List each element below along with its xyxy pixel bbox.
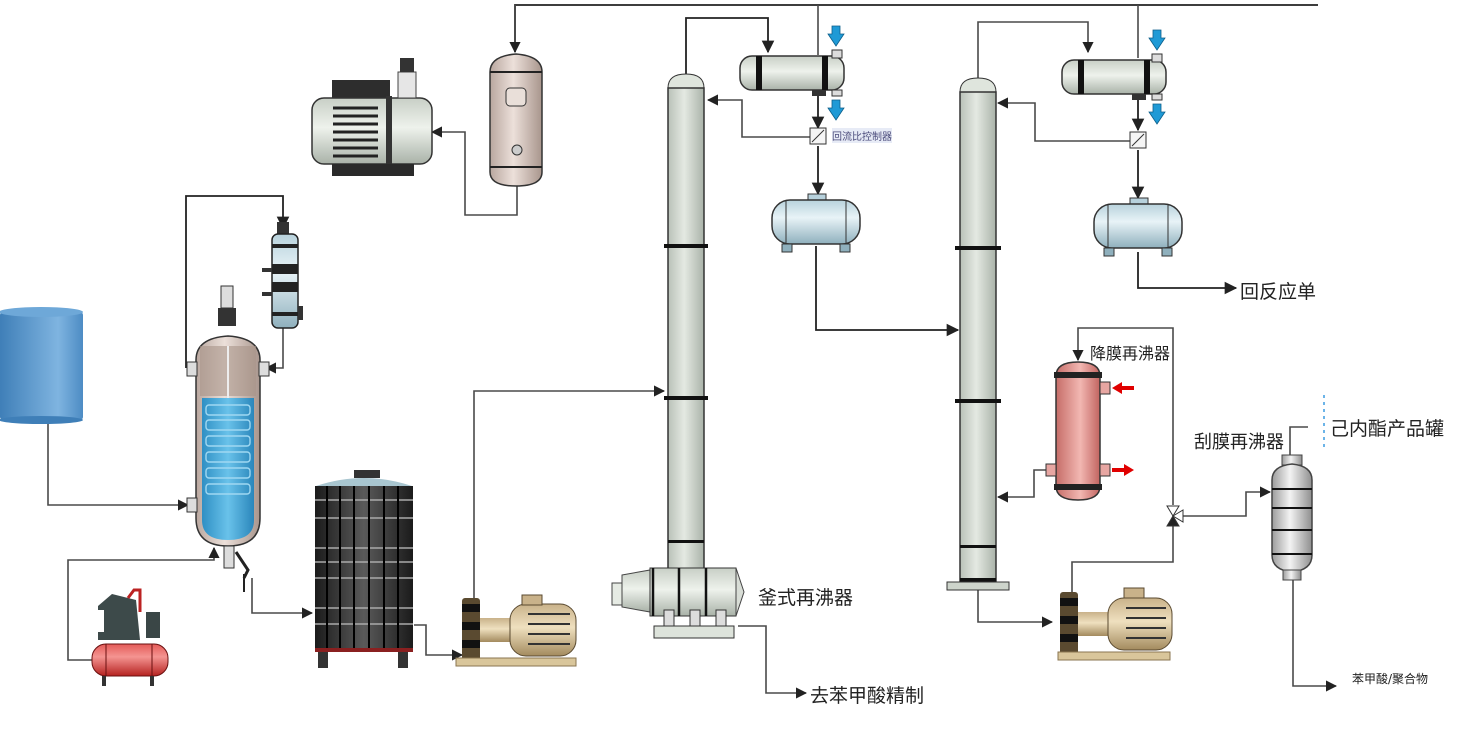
condenser-1[interactable] — [739, 49, 845, 97]
label-benzoic-acid-polymer: 苯甲酸/聚合物 — [1352, 672, 1429, 686]
pipe-buffer-to-vacuum-pump — [430, 126, 518, 216]
reactor[interactable] — [186, 285, 270, 592]
kettle-reboiler[interactable] — [611, 567, 745, 639]
pipe-kettle-to-refining — [738, 625, 808, 699]
condenser-2[interactable] — [1061, 53, 1167, 101]
pipe-column2-overhead — [977, 21, 1094, 80]
pipe-reactor-to-tank — [251, 578, 314, 619]
feed-pump-2[interactable] — [1057, 587, 1173, 661]
pipe-column1-overhead — [685, 17, 775, 75]
reactor-condenser[interactable] — [262, 222, 303, 329]
reflux-ratio-controller-2[interactable] — [1129, 131, 1147, 149]
pipes — [47, 4, 1338, 699]
pipe-wiped-film-to-product — [1289, 426, 1308, 455]
column-2[interactable] — [946, 77, 1010, 591]
column-1[interactable] — [664, 73, 708, 571]
pipe-pump2-to-valve — [1071, 525, 1174, 594]
pipe-pump1-to-column1 — [473, 385, 666, 600]
falling-film-reboiler[interactable] — [1045, 361, 1111, 501]
label-wiped-film-reboiler: 刮膜再沸器 — [1194, 432, 1284, 453]
pipe-valve-to-wiped-film — [1181, 486, 1272, 517]
label-return-to-reaction: 回反应单 — [1240, 281, 1317, 303]
reflux-drum-2[interactable] — [1093, 197, 1183, 257]
condensate-out-arrow — [1112, 464, 1134, 476]
feed-pump-1[interactable] — [455, 594, 577, 667]
vacuum-pump[interactable] — [311, 58, 433, 176]
three-way-valve[interactable] — [1166, 505, 1184, 527]
label-falling-film-reboiler: 降膜再沸器 — [1090, 344, 1171, 363]
label-caprolactone-product-tank: 己内酯产品罐 — [1330, 418, 1445, 440]
pipe-valve-to-falling-film — [1072, 327, 1174, 505]
steam-in-arrow — [1112, 382, 1134, 394]
pipe-condenser-return — [264, 328, 284, 374]
coolant-in-arrow-1 — [827, 25, 845, 47]
pipe-drum1-to-column2 — [815, 246, 960, 337]
coolant-out-arrow-1 — [827, 99, 845, 121]
pipe-reactor-vapor — [185, 195, 290, 368]
wiped-film-evaporator[interactable] — [1271, 454, 1313, 581]
pipe-feed-tank-to-reactor — [47, 420, 190, 511]
reflux-drum-1[interactable] — [771, 193, 861, 253]
pipe-compressor-to-reactor — [67, 546, 220, 661]
pipe-falling-film-to-column2 — [996, 469, 1048, 503]
vacuum-buffer-tank[interactable] — [489, 53, 543, 187]
feed-tank[interactable] — [0, 307, 83, 424]
coolant-in-arrow-2 — [1148, 29, 1166, 51]
intermediate-tank[interactable] — [315, 470, 413, 668]
pipe-tank-to-pump1 — [414, 624, 464, 661]
pipe-drum2-to-reaction — [1137, 252, 1238, 295]
pipe-wiped-film-bottom — [1292, 580, 1338, 692]
label-reflux-ratio-controller: 回流比控制器 — [832, 128, 892, 143]
vacuum-header-pipe — [514, 4, 1318, 52]
coolant-out-arrow-2 — [1148, 103, 1166, 125]
air-compressor[interactable] — [91, 588, 169, 686]
label-to-benzoic-acid-refining: 去苯甲酸精制 — [810, 685, 925, 707]
reflux-ratio-controller-1[interactable] — [809, 127, 827, 145]
pipe-reflux-column-1 — [706, 94, 810, 138]
pipe-reflux-column-2 — [996, 97, 1130, 142]
label-kettle-reboiler: 釜式再沸器 — [758, 587, 854, 609]
